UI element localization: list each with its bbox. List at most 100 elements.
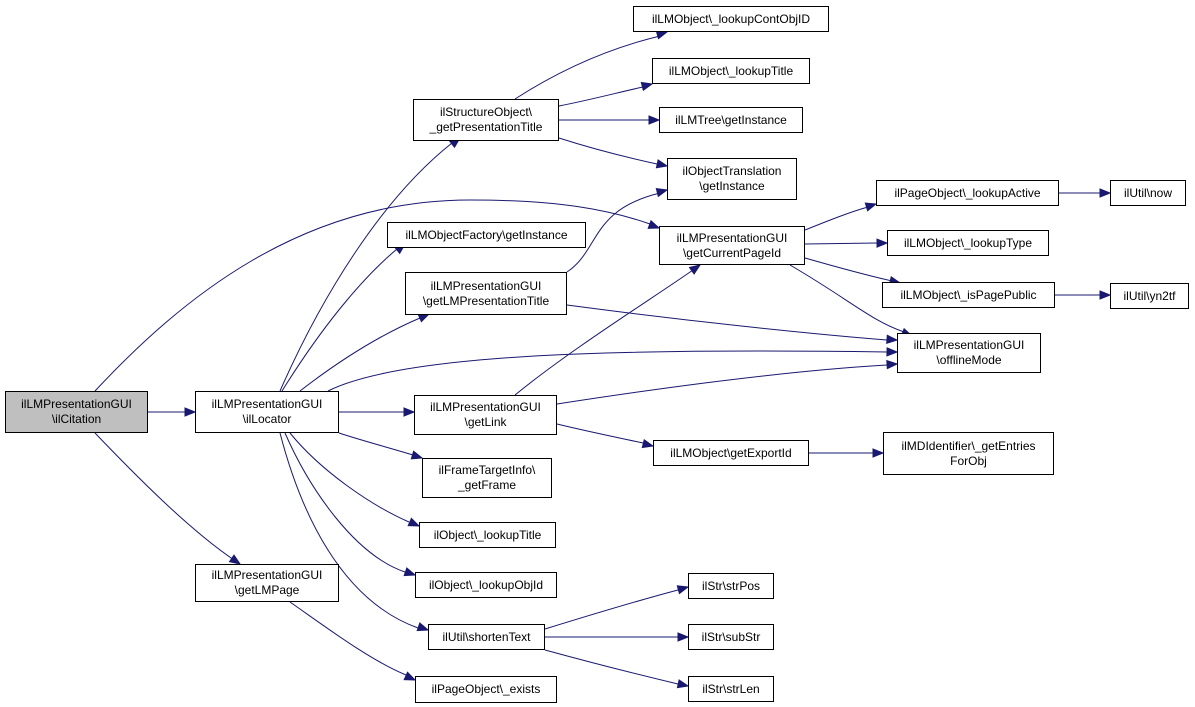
edge-getpresentationtitle-to-objtranslation bbox=[558, 137, 658, 165]
edge-shortentext-to-strpos bbox=[544, 589, 679, 630]
node-lm-object-factory-get-instance[interactable]: ilLMObjectFactory\getInstance bbox=[387, 222, 586, 248]
node-str-substr[interactable]: ilStr\subStr bbox=[688, 624, 774, 650]
edge-getlink-to-getexportid bbox=[556, 423, 644, 444]
node-label-line: ilLMPresentationGUI bbox=[430, 400, 541, 414]
arrowhead-getpresentationtitle-to-objtranslation bbox=[655, 159, 669, 169]
node-page-object-exists[interactable]: ilPageObject\_exists bbox=[415, 676, 557, 703]
node-label-line: ilFrameTargetInfo\ bbox=[438, 463, 536, 477]
node-label-line: ilObjectTranslation bbox=[682, 164, 782, 178]
arrowhead-getlink-to-getcurrentpageid bbox=[688, 264, 702, 275]
edge-getlmpresentationtitle-to-objtranslation bbox=[566, 192, 661, 273]
node-label-line: ilStr\strPos bbox=[701, 578, 760, 593]
arrowhead-getlink-to-offlinemode bbox=[886, 359, 899, 370]
node-get-current-page-id[interactable]: ilLMPresentationGUI\getCurrentPageId bbox=[659, 226, 805, 265]
node-offline-mode[interactable]: ilLMPresentationGUI\offlineMode bbox=[897, 333, 1041, 373]
arrowhead-illocator-to-shortentext bbox=[416, 622, 430, 632]
arrowhead-shortentext-to-strlen bbox=[676, 679, 690, 689]
arrowhead-getlmpage-to-pageexists bbox=[403, 671, 417, 681]
node-label-line: ilLMPresentationGUI bbox=[211, 397, 323, 411]
edge-illocator-to-lookupobjid bbox=[284, 432, 406, 573]
node-ilcitation: ilLMPresentationGUI\ilCitation bbox=[5, 391, 148, 433]
node-label-line: ilLMTree\getInstance bbox=[675, 112, 787, 127]
node-label-line: \offlineMode bbox=[936, 353, 1002, 367]
arrowhead-getcurrentpageid-to-lookuptype bbox=[876, 238, 889, 248]
node-label-line: ilObject\_lookupObjId bbox=[428, 577, 544, 592]
node-label-line: ForObj bbox=[950, 453, 987, 468]
node-lm-object-is-page-public[interactable]: ilLMObject\_isPagePublic bbox=[882, 282, 1055, 308]
node-label-line: \getLMPage bbox=[234, 583, 300, 597]
arrowhead-lookupactive-to-utilnow bbox=[1099, 188, 1112, 198]
node-get-presentation-title[interactable]: ilStructureObject\_getPresentationTitle bbox=[413, 99, 559, 141]
node-label-line: ilMDIdentifier\_getEntries bbox=[901, 438, 1036, 453]
node-str-strlen[interactable]: ilStr\strLen bbox=[688, 676, 774, 702]
arrowhead-shortentext-to-strpos bbox=[676, 585, 690, 595]
node-object-lookup-obj-id[interactable]: ilObject\_lookupObjId bbox=[415, 572, 557, 598]
node-shorten-text[interactable]: ilUtil\shortenText bbox=[428, 624, 545, 650]
node-util-yn2tf[interactable]: ilUtil\yn2tf bbox=[1110, 283, 1189, 309]
arrowhead-getpresentationtitle-to-treegetinstance bbox=[648, 115, 661, 125]
edge-getlink-to-offlinemode bbox=[556, 364, 888, 405]
node-get-frame[interactable]: ilFrameTargetInfo\_getFrame bbox=[422, 458, 552, 498]
edge-illocator-to-getlmpresentationtitle bbox=[299, 317, 421, 392]
node-label-line: ilPageObject\_lookupActive bbox=[894, 185, 1041, 200]
arrowhead-shortentext-to-substr bbox=[677, 632, 690, 642]
edge-root-to-getcurrentpageid bbox=[94, 199, 651, 392]
arrowhead-illocator-to-getframe bbox=[410, 450, 424, 460]
arrowhead-root-to-getlmpage bbox=[228, 554, 242, 565]
node-label-line: ilUtil\yn2tf bbox=[1123, 288, 1176, 303]
edge-root-to-getlmpage bbox=[94, 432, 235, 561]
edge-getpresentationtitle-to-lookupcontobjid bbox=[514, 35, 661, 100]
arrowhead-root-to-illocator bbox=[184, 407, 197, 417]
node-label-line: ilLMPresentationGUI bbox=[913, 338, 1025, 352]
node-label-line: ilLMObjectFactory\getInstance bbox=[405, 227, 568, 242]
node-lm-object-get-export-id[interactable]: ilLMObject\getExportId bbox=[653, 440, 809, 466]
node-get-lm-presentation-title[interactable]: ilLMPresentationGUI\getLMPresentationTit… bbox=[405, 272, 567, 315]
node-label-line: ilLMPresentationGUI bbox=[21, 397, 132, 411]
edge-getcurrentpageid-to-ispagepublic bbox=[804, 257, 893, 282]
node-label-line: \getInstance bbox=[699, 179, 765, 193]
node-label-line: \getCurrentPageId bbox=[682, 245, 782, 260]
arrowhead-getpresentationtitle-to-lmlookuptitle bbox=[640, 81, 654, 92]
arrowhead-getcurrentpageid-to-lookupactive bbox=[864, 202, 878, 212]
edge-illocator-to-shortentext bbox=[279, 432, 419, 629]
node-lm-object-lookup-type[interactable]: ilLMObject\_lookupType bbox=[887, 230, 1049, 256]
node-label-line: ilLMPresentationGUI bbox=[676, 230, 788, 245]
node-label-line: ilStr\strLen bbox=[702, 681, 760, 696]
node-getlink[interactable]: ilLMPresentationGUI\getLink bbox=[414, 395, 557, 435]
arrowhead-getlmpresentationtitle-to-offlinemode bbox=[886, 334, 899, 345]
node-lookup-cont-obj-id[interactable]: ilLMObject\_lookupContObjID bbox=[633, 6, 829, 32]
node-object-lookup-title[interactable]: ilObject\_lookupTitle bbox=[419, 522, 556, 548]
arrowhead-illocator-to-getlink bbox=[403, 407, 416, 417]
node-label-line: \ilLocator bbox=[242, 412, 292, 426]
arrowhead-getexportid-to-getentriesforobj bbox=[872, 448, 885, 458]
arrowhead-illocator-to-offlinemode bbox=[886, 347, 899, 357]
arrowhead-illocator-to-getlmpresentationtitle bbox=[417, 313, 431, 323]
node-label-line: ilLMObject\getExportId bbox=[670, 445, 792, 460]
arrowhead-ispagepublic-to-yn2tf bbox=[1099, 290, 1112, 300]
node-page-object-lookup-active[interactable]: ilPageObject\_lookupActive bbox=[876, 180, 1059, 206]
node-label-line: ilPageObject\_exists bbox=[431, 682, 541, 696]
arrowhead-getlink-to-getexportid bbox=[641, 438, 655, 449]
node-label-line: _getPresentationTitle bbox=[429, 120, 543, 134]
node-label-line: ilLMPresentationGUI bbox=[430, 278, 542, 293]
node-util-now[interactable]: ilUtil\now bbox=[1110, 180, 1186, 206]
node-illocator[interactable]: ilLMPresentationGUI\ilLocator bbox=[195, 391, 339, 433]
edge-getcurrentpageid-to-offlinemode bbox=[789, 264, 905, 333]
node-str-strpos[interactable]: ilStr\strPos bbox=[688, 573, 774, 599]
node-label-line: ilUtil\now bbox=[1123, 185, 1172, 200]
node-lm-tree-get-instance[interactable]: ilLMTree\getInstance bbox=[659, 107, 803, 133]
node-label-line: ilLMObject\_lookupTitle bbox=[668, 63, 794, 78]
arrowhead-illocator-to-objlookuptitle bbox=[407, 517, 421, 527]
node-object-translation-get-instance[interactable]: ilObjectTranslation\getInstance bbox=[667, 158, 797, 200]
node-lm-object-lookup-title[interactable]: ilLMObject\_lookupTitle bbox=[652, 58, 810, 84]
node-label-line: ilObject\_lookupTitle bbox=[433, 527, 542, 542]
edge-getpresentationtitle-to-lmlookuptitle bbox=[558, 86, 644, 107]
node-label-line: _getFrame bbox=[457, 478, 517, 492]
edge-getcurrentpageid-to-lookuptype bbox=[804, 242, 878, 245]
node-label-line: ilStr\subStr bbox=[701, 629, 761, 644]
node-getlmpage[interactable]: ilLMPresentationGUI\getLMPage bbox=[195, 564, 339, 602]
edge-getlmpresentationtitle-to-offlinemode bbox=[566, 304, 888, 341]
edge-getlink-to-getcurrentpageid bbox=[514, 269, 694, 396]
